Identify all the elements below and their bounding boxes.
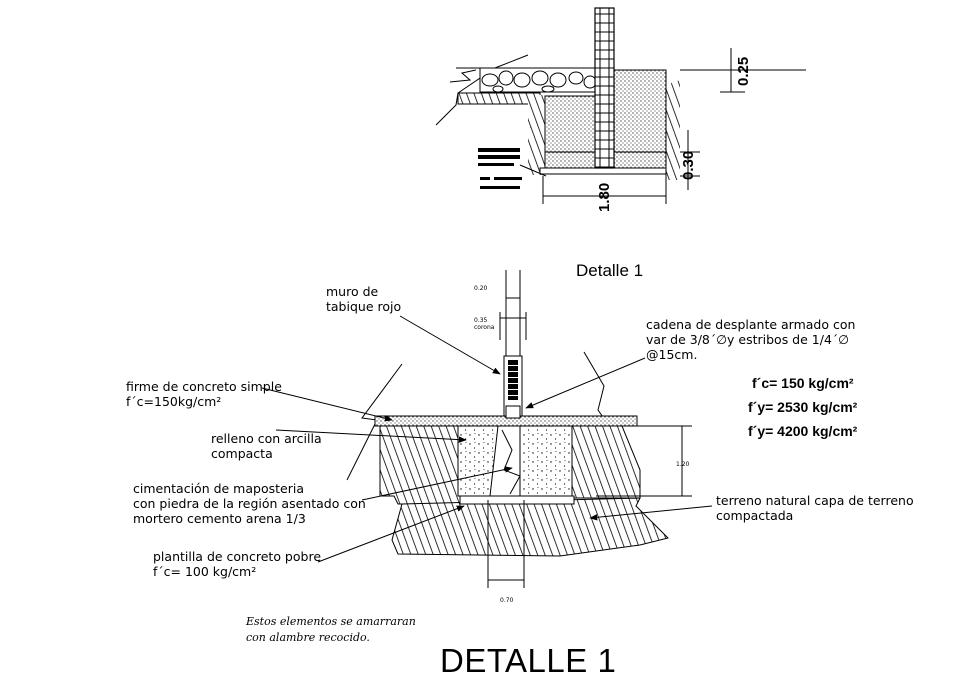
main-title: DETALLE 1 <box>440 642 617 679</box>
label-line: compactada <box>716 508 794 523</box>
label-line: muro de <box>326 284 379 299</box>
dim-base-width: 0.70 <box>500 597 514 604</box>
dim-030-label: 0.30 <box>680 150 697 180</box>
dim-025-label: 0.25 <box>735 56 752 86</box>
dim-180-label: 1.80 <box>596 182 613 212</box>
label-line: @15cm. <box>646 347 698 362</box>
label-cadena: cadena de desplante armado con var de 3/… <box>646 317 855 362</box>
label-cimentacion: cimentación de maposteria con piedra de … <box>133 481 366 526</box>
label-line: con piedra de la región asentado con <box>133 496 366 511</box>
label-line: relleno con arcilla <box>211 431 322 446</box>
label-muro: muro de tabique rojo <box>326 284 401 314</box>
label-line: firme de concreto simple <box>126 379 282 394</box>
dim-wall-width: 0.20 <box>474 285 488 292</box>
label-firme: firme de concreto simple f´c=150kg/cm² <box>126 379 282 409</box>
dim-depth: 1.20 <box>676 461 690 468</box>
label-line: f´c= 100 kg/cm² <box>153 564 257 579</box>
detail-title: Detalle 1 <box>576 261 644 280</box>
spec-fy-4200: f´y= 4200 kg/cm² <box>748 423 858 439</box>
spec-fc: f´c= 150 kg/cm² <box>752 375 854 391</box>
label-line: var de 3/8´∅y estribos de 1/4´∅ <box>646 332 850 347</box>
label-line: cimentación de maposteria <box>133 481 304 496</box>
label-line: tabique rojo <box>326 299 402 314</box>
label-line: plantilla de concreto pobre <box>153 549 322 564</box>
label-line: f´c=150kg/cm² <box>126 394 222 409</box>
label-plantilla: plantilla de concreto pobre f´c= 100 kg/… <box>153 549 321 579</box>
label-line: terreno natural capa de terreno <box>716 493 914 508</box>
label-relleno: relleno con arcilla compacta <box>211 431 322 461</box>
main-section <box>261 270 713 588</box>
note-line: Estos elementos se amarraran <box>246 615 416 628</box>
spec-fy-2530: f´y= 2530 kg/cm² <box>748 399 858 415</box>
dim-crown-width: 0.35 <box>474 317 488 324</box>
label-line: mortero cemento arena 1/3 <box>133 511 306 526</box>
label-line: compacta <box>211 446 273 461</box>
top-section <box>435 7 806 204</box>
tie-note: Estos elementos se amarraran con alambre… <box>246 614 416 646</box>
label-terreno: terreno natural capa de terreno compacta… <box>716 493 914 523</box>
dim-crown-word: corona <box>474 324 495 331</box>
note-line: con alambre recocido. <box>246 631 370 644</box>
label-line: cadena de desplante armado con <box>646 317 856 332</box>
